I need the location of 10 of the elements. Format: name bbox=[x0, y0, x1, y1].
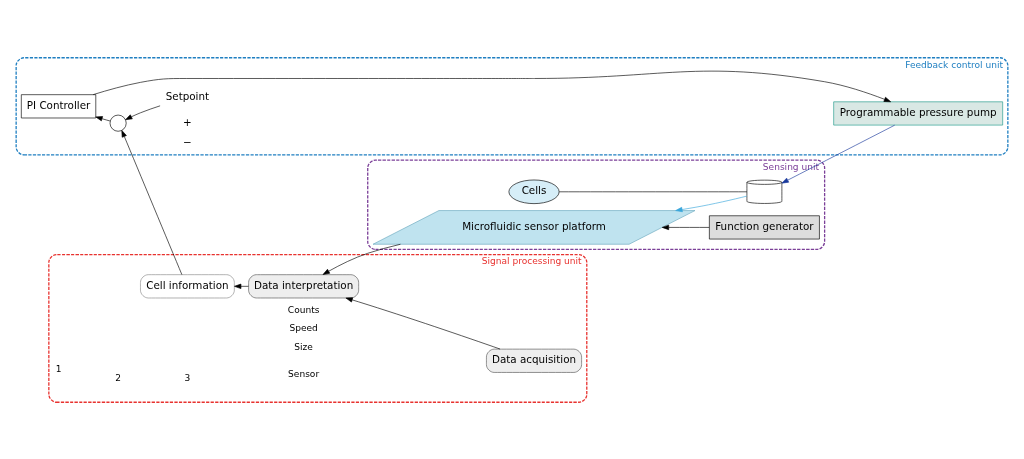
label: − bbox=[183, 135, 192, 148]
label: Sensor bbox=[288, 368, 320, 379]
label: 2 bbox=[115, 372, 122, 383]
label: 3 bbox=[184, 372, 191, 383]
node-text: Setpoint bbox=[165, 89, 210, 102]
label: 1 bbox=[55, 363, 62, 374]
label: Size bbox=[294, 341, 313, 352]
label: Speed bbox=[289, 322, 318, 333]
label: Counts bbox=[287, 304, 320, 315]
label: + bbox=[183, 115, 192, 128]
